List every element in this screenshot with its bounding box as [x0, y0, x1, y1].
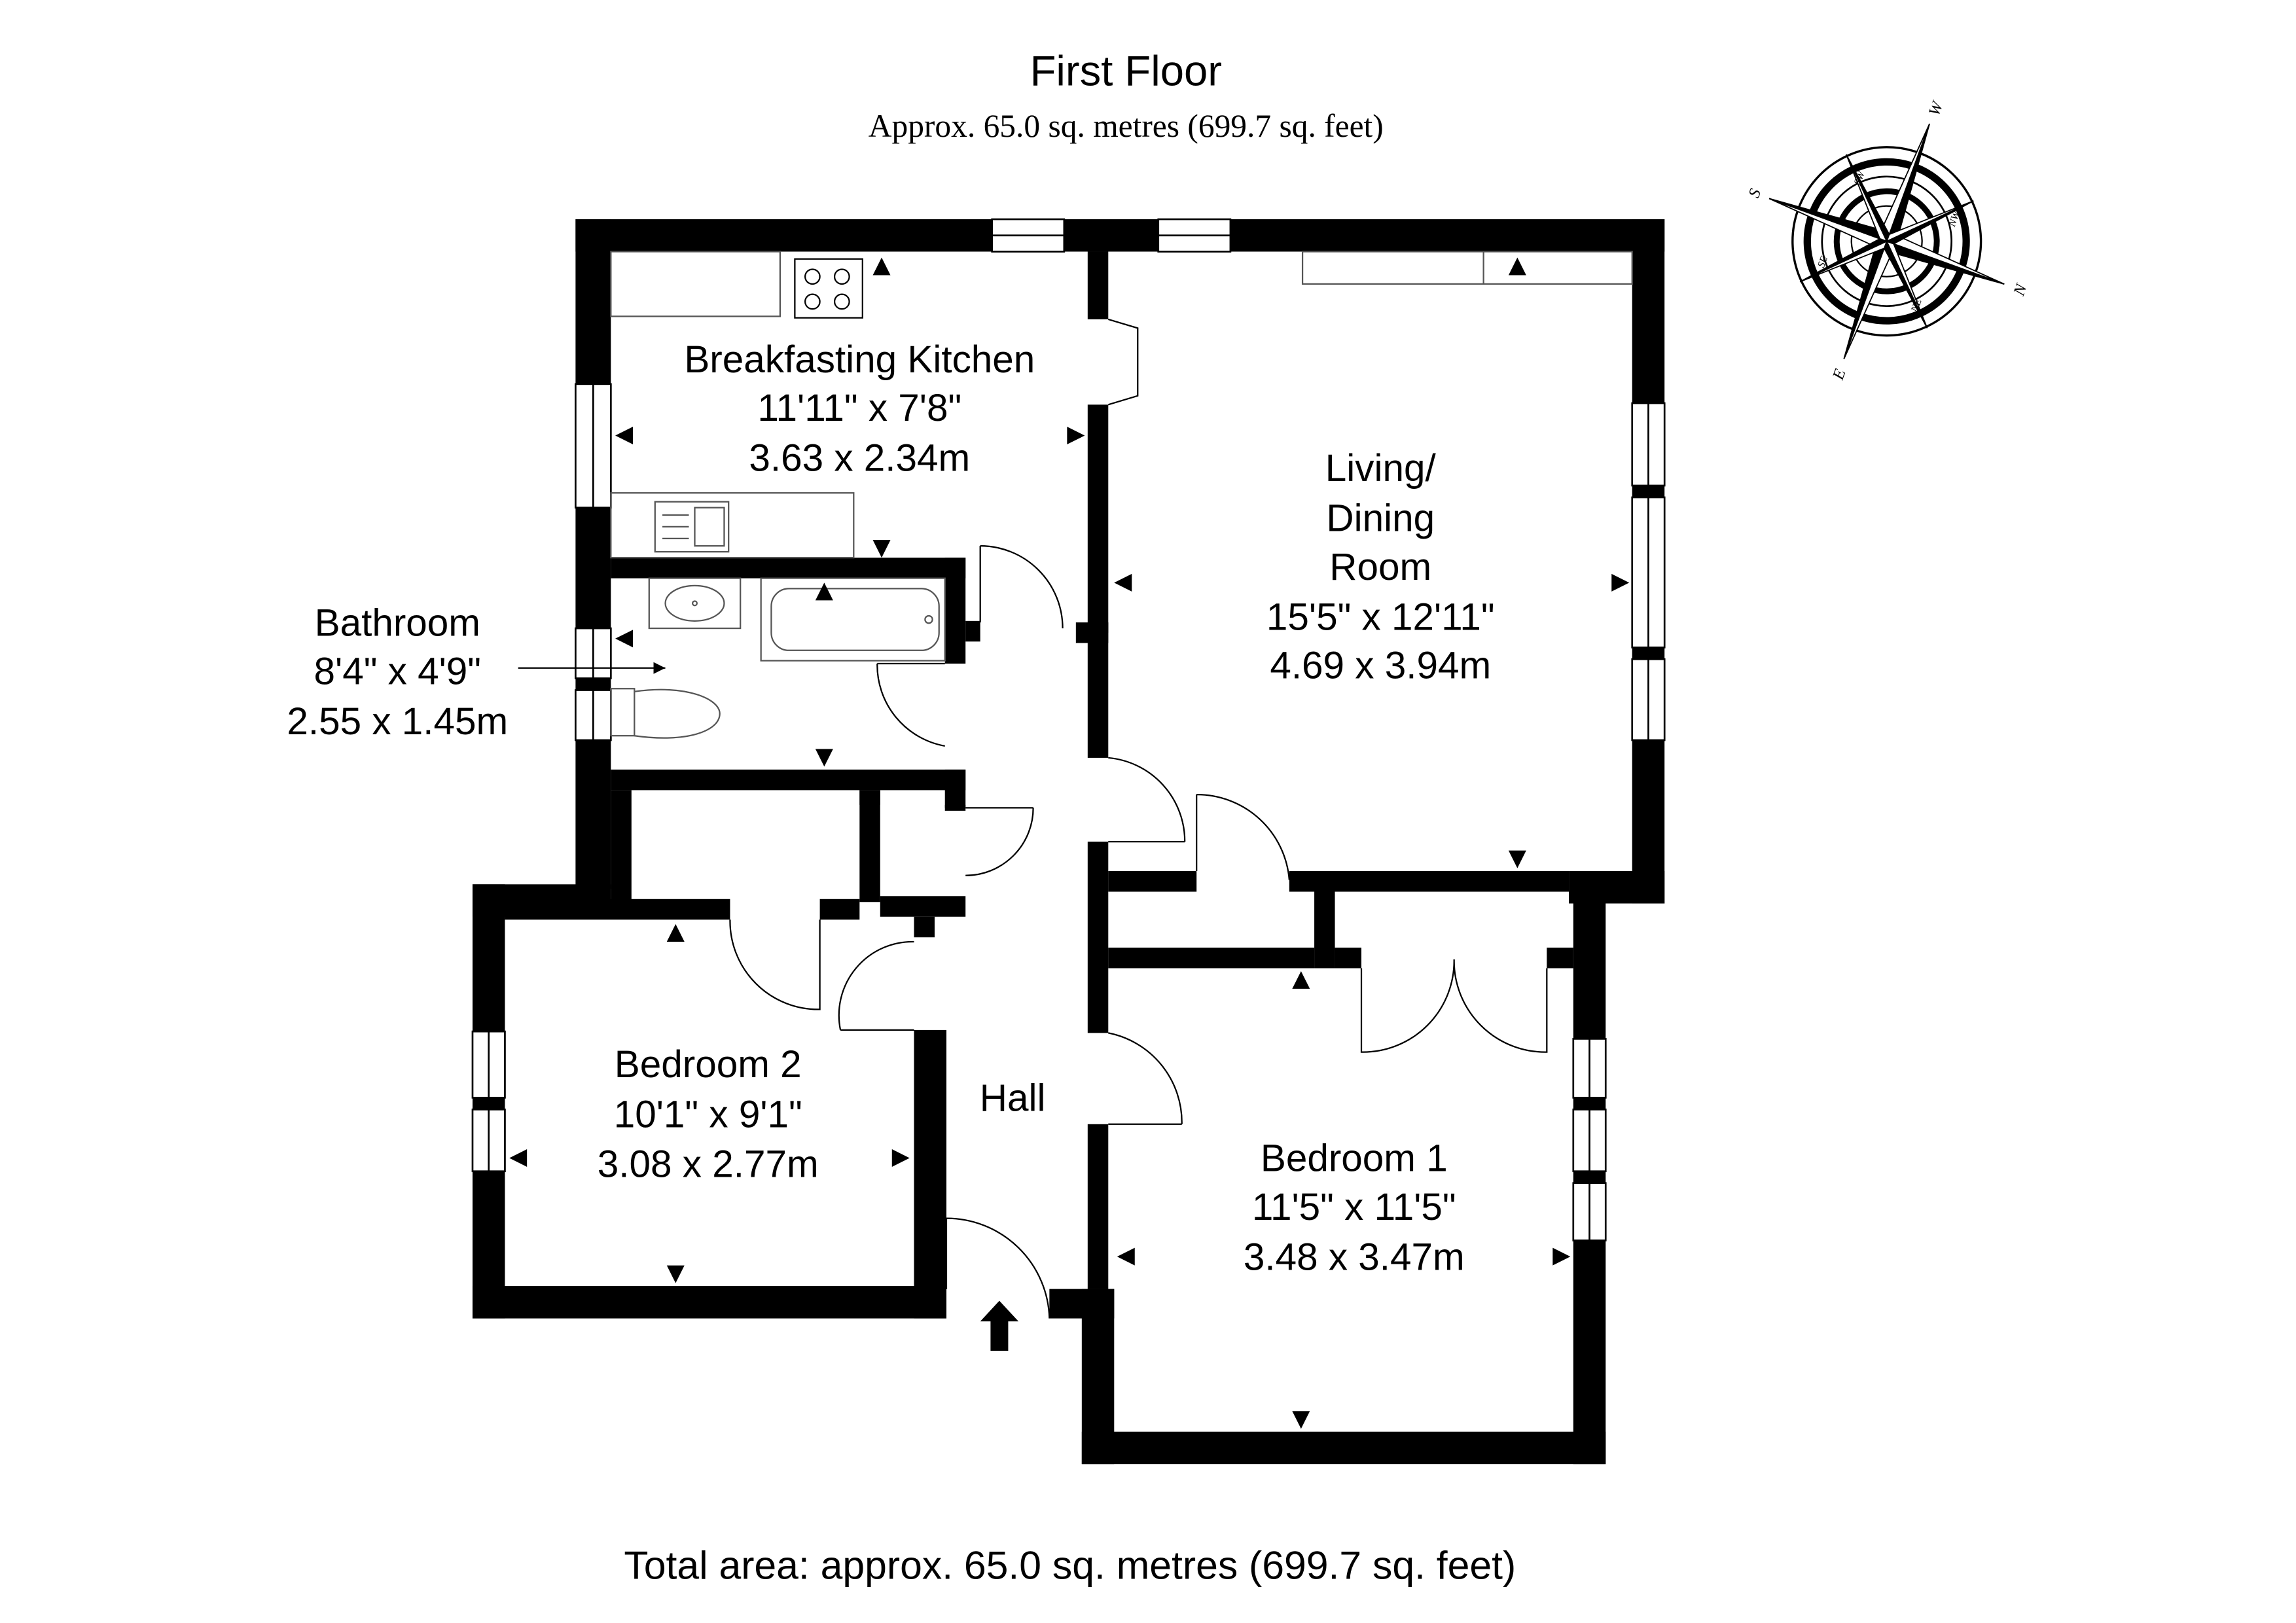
compass-se: SE: [1816, 255, 1830, 270]
bedroom2-name: Bedroom 2: [615, 1043, 802, 1086]
interior-walls: [505, 251, 1573, 1289]
room-bedroom2: Bedroom 2 10'1" x 9'1" 3.08 x 2.77m: [598, 1043, 819, 1186]
windows: [471, 218, 1666, 1241]
compass-sw: SW: [1852, 169, 1868, 187]
dimension-arrows: [509, 257, 1630, 1429]
room-hall: Hall: [980, 1077, 1046, 1120]
room-kitchen: Breakfasting Kitchen 11'11" x 7'8" 3.63 …: [684, 338, 1035, 480]
entrance-arrow-icon: [980, 1300, 1019, 1351]
bedroom1-metric: 3.48 x 3.47m: [1244, 1236, 1465, 1278]
living-name-line1: Living/: [1325, 447, 1437, 490]
bedroom2-imperial: 10'1" x 9'1": [614, 1093, 802, 1135]
room-bedroom1: Bedroom 1 11'5" x 11'5" 3.48 x 3.47m: [1244, 1137, 1465, 1279]
compass-w: W: [1926, 98, 1947, 118]
kitchen-name: Breakfasting Kitchen: [684, 338, 1035, 381]
bedroom2-metric: 3.08 x 2.77m: [598, 1143, 819, 1186]
compass-n: N: [2010, 281, 2031, 298]
total-area: Total area: approx. 65.0 sq. metres (699…: [624, 1543, 1516, 1588]
living-metric: 4.69 x 3.94m: [1270, 645, 1491, 687]
exterior-walls: [472, 219, 1665, 1465]
kitchen-metric: 3.63 x 2.34m: [749, 437, 970, 479]
room-bathroom: Bathroom 8'4" x 4'9" 2.55 x 1.45m: [287, 601, 508, 743]
plan-subtitle: Approx. 65.0 sq. metres (699.7 sq. feet): [869, 108, 1384, 144]
room-living: Living/ Dining Room 15'5" x 12'11" 4.69 …: [1266, 447, 1495, 687]
plan-title: First Floor: [1030, 46, 1222, 94]
doors: [729, 318, 1548, 1319]
compass-e: E: [1829, 366, 1850, 382]
hall-name: Hall: [980, 1077, 1046, 1120]
bathroom-imperial: 8'4" x 4'9": [314, 651, 481, 693]
living-name-line3: Room: [1329, 546, 1431, 588]
bedroom1-name: Bedroom 1: [1261, 1137, 1448, 1180]
living-imperial: 15'5" x 12'11": [1266, 596, 1495, 638]
bathroom-name: Bathroom: [315, 601, 480, 644]
bathroom-metric: 2.55 x 1.45m: [287, 700, 508, 743]
bedroom1-imperial: 11'5" x 11'5": [1252, 1186, 1456, 1228]
kitchen-imperial: 11'11" x 7'8": [757, 387, 961, 429]
compass-rose-icon: S N W E SE SW NW NE: [1745, 98, 2031, 383]
living-name-line2: Dining: [1326, 497, 1435, 540]
compass-ne: NE: [1909, 297, 1924, 314]
fixtures: [610, 251, 1633, 739]
compass-s: S: [1745, 187, 1765, 200]
